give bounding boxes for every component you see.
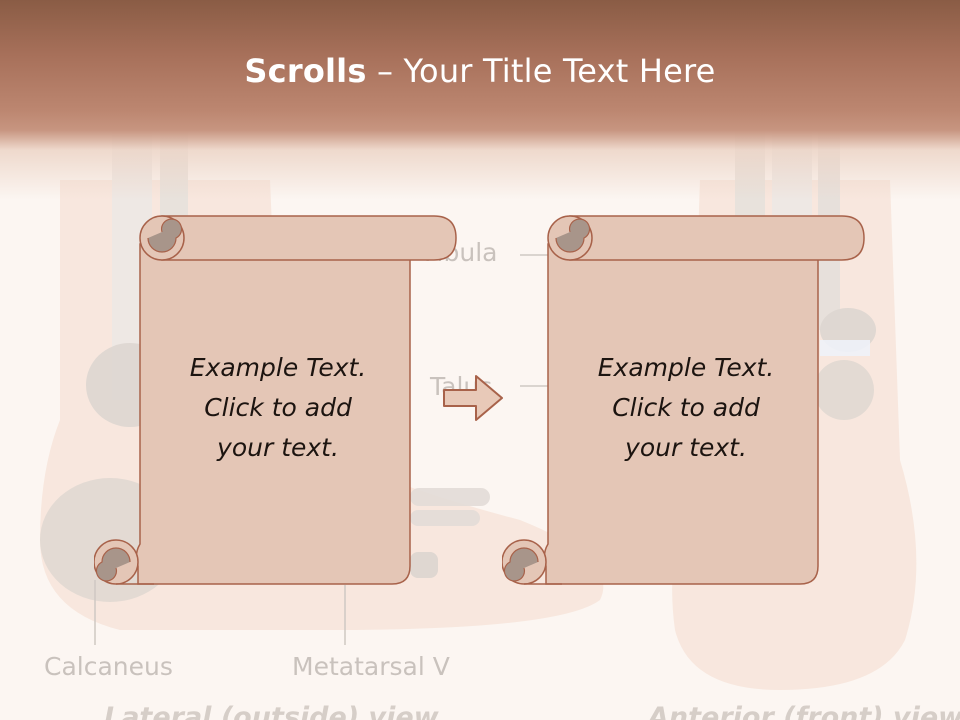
scroll-line: Click to add bbox=[612, 393, 760, 422]
scroll-line: Example Text. bbox=[597, 353, 775, 382]
anterior-view-caption: Anterior (front) view bbox=[648, 702, 960, 720]
scroll-shape bbox=[94, 215, 457, 585]
scroll-line: Example Text. bbox=[189, 353, 367, 382]
scroll-card-right[interactable]: Example Text. Click to add your text. bbox=[502, 214, 872, 586]
calcaneus-label: Calcaneus bbox=[44, 652, 173, 681]
lateral-view-caption: Lateral (outside) view bbox=[104, 702, 439, 720]
scroll-shape bbox=[502, 215, 865, 585]
title-bar bbox=[0, 0, 960, 200]
right-arrow-icon bbox=[443, 375, 503, 421]
metatarsal-label: Metatarsal V bbox=[292, 652, 450, 681]
scroll-line: your text. bbox=[625, 433, 747, 462]
scroll-text-left[interactable]: Example Text. Click to add your text. bbox=[142, 348, 414, 468]
scroll-line: your text. bbox=[217, 433, 339, 462]
title-dash: – bbox=[366, 52, 404, 90]
scroll-text-right[interactable]: Example Text. Click to add your text. bbox=[550, 348, 822, 468]
title-bold-text: Scrolls bbox=[244, 52, 367, 90]
scroll-line: Click to add bbox=[204, 393, 352, 422]
title-rest-text: Your Title Text Here bbox=[403, 52, 716, 90]
slide-title[interactable]: Scrolls – Your Title Text Here bbox=[0, 52, 960, 90]
scroll-card-left[interactable]: Example Text. Click to add your text. bbox=[94, 214, 464, 586]
